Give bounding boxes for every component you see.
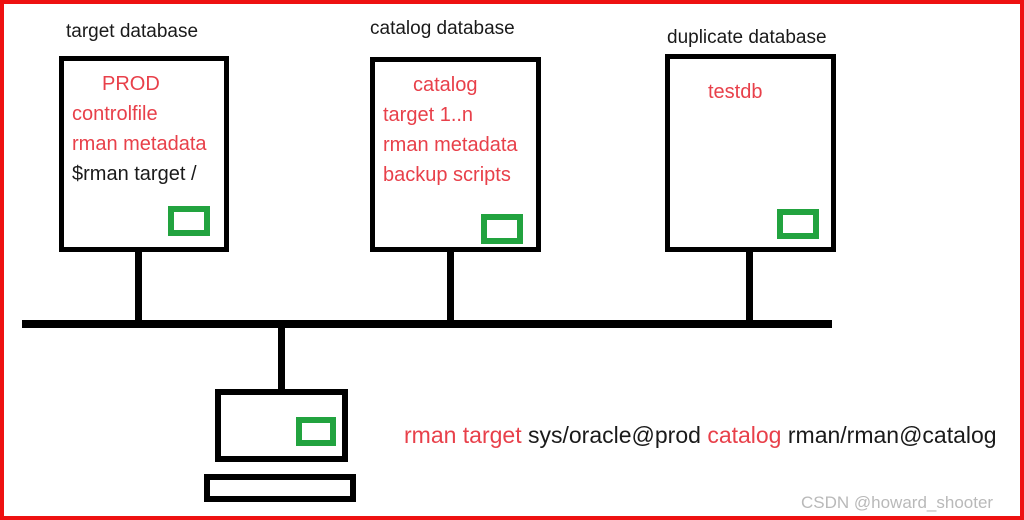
duplicate-database-text-block: testdb xyxy=(678,77,871,107)
catalog-database-storage-icon xyxy=(481,214,523,244)
client-monitor[interactable] xyxy=(215,389,348,462)
rman-command-line: rman target sys/oracle@prod catalog rman… xyxy=(404,422,997,449)
wire-catalog-to-bus xyxy=(447,252,454,328)
network-bus-line xyxy=(22,320,832,328)
target-line-rman-metadata: rman metadata xyxy=(72,133,207,155)
command-part-rman-target: rman target xyxy=(404,422,522,448)
command-part-catalog-connect: rman/rman@catalog xyxy=(787,422,997,448)
catalog-line-target-1n: target 1..n xyxy=(383,104,474,126)
client-storage-icon xyxy=(296,417,336,446)
catalog-database-title: catalog database xyxy=(370,18,515,39)
command-part-target-connect: sys/oracle@prod xyxy=(528,422,701,448)
watermark-text: CSDN @howard_shooter xyxy=(801,493,994,512)
target-database-title: target database xyxy=(66,21,199,42)
target-database-storage-icon xyxy=(168,206,210,236)
wire-duplicate-to-bus xyxy=(746,252,753,328)
catalog-database-text-block: catalog target 1..n rman metadata backup… xyxy=(383,70,576,190)
catalog-line-rman-metadata: rman metadata xyxy=(383,134,518,156)
duplicate-database-box[interactable]: testdb xyxy=(665,54,836,252)
target-line-rman-command: $rman target / xyxy=(72,163,197,185)
target-database-text-block: PROD controlfile rman metadata $rman tar… xyxy=(72,69,264,189)
command-part-catalog-keyword: catalog xyxy=(707,422,782,448)
wire-target-to-bus xyxy=(135,252,142,328)
duplicate-database-storage-icon xyxy=(777,209,819,239)
duplicate-line-testdb: testdb xyxy=(708,81,763,103)
catalog-database-box[interactable]: catalog target 1..n rman metadata backup… xyxy=(370,57,541,252)
duplicate-database-title: duplicate database xyxy=(667,27,827,48)
target-line-prod: PROD xyxy=(102,73,160,95)
catalog-line-backup-scripts: backup scripts xyxy=(383,164,511,186)
catalog-line-catalog: catalog xyxy=(413,74,478,96)
target-database-box[interactable]: PROD controlfile rman metadata $rman tar… xyxy=(59,56,229,252)
client-keyboard xyxy=(204,474,356,502)
wire-bus-to-client xyxy=(278,320,285,390)
target-line-controlfile: controlfile xyxy=(72,103,158,125)
